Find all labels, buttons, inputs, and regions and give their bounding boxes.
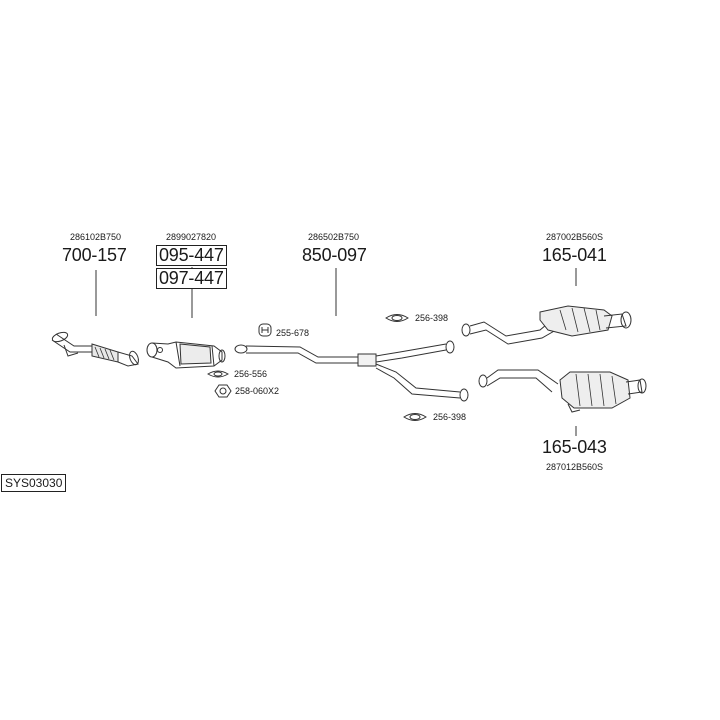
oem-number: 287002B560S xyxy=(546,232,604,242)
system-code-label: SYS03030 xyxy=(1,474,67,492)
rear-silencer-lower-drawing xyxy=(478,369,647,413)
rear-silencer-upper-drawing xyxy=(461,305,632,345)
fitting-code[interactable]: 258-060X2 xyxy=(235,386,280,396)
hanger-icon xyxy=(258,323,272,337)
part-number[interactable]: 165-043 xyxy=(542,437,607,457)
oem-number: 286502B750 xyxy=(308,232,360,242)
center-pipe-drawing xyxy=(234,340,469,402)
part-number[interactable]: 850-097 xyxy=(302,245,367,265)
part-number[interactable]: 700-157 xyxy=(62,245,127,265)
gasket-icon xyxy=(385,314,409,322)
fitting-code[interactable]: 255-678 xyxy=(276,328,310,338)
part-number[interactable]: 165-041 xyxy=(542,245,607,265)
oem-number: 286102B750 xyxy=(70,232,122,242)
oem-number: 2899027820 xyxy=(166,232,217,242)
part-number-boxed[interactable]: 097-447 xyxy=(156,268,227,289)
gasket-icon xyxy=(403,413,427,421)
oem-number: 287012B560S xyxy=(546,462,604,472)
fitting-code[interactable]: 256-398 xyxy=(415,313,449,323)
catalytic-converter-drawing xyxy=(146,341,226,369)
fitting-code[interactable]: 256-556 xyxy=(234,369,268,379)
part-number-boxed[interactable]: 095-447 xyxy=(156,245,227,266)
gasket-icon xyxy=(207,370,229,378)
nut-icon xyxy=(214,384,232,398)
fitting-code[interactable]: 256-398 xyxy=(433,412,467,422)
front-pipe-drawing xyxy=(51,331,139,367)
